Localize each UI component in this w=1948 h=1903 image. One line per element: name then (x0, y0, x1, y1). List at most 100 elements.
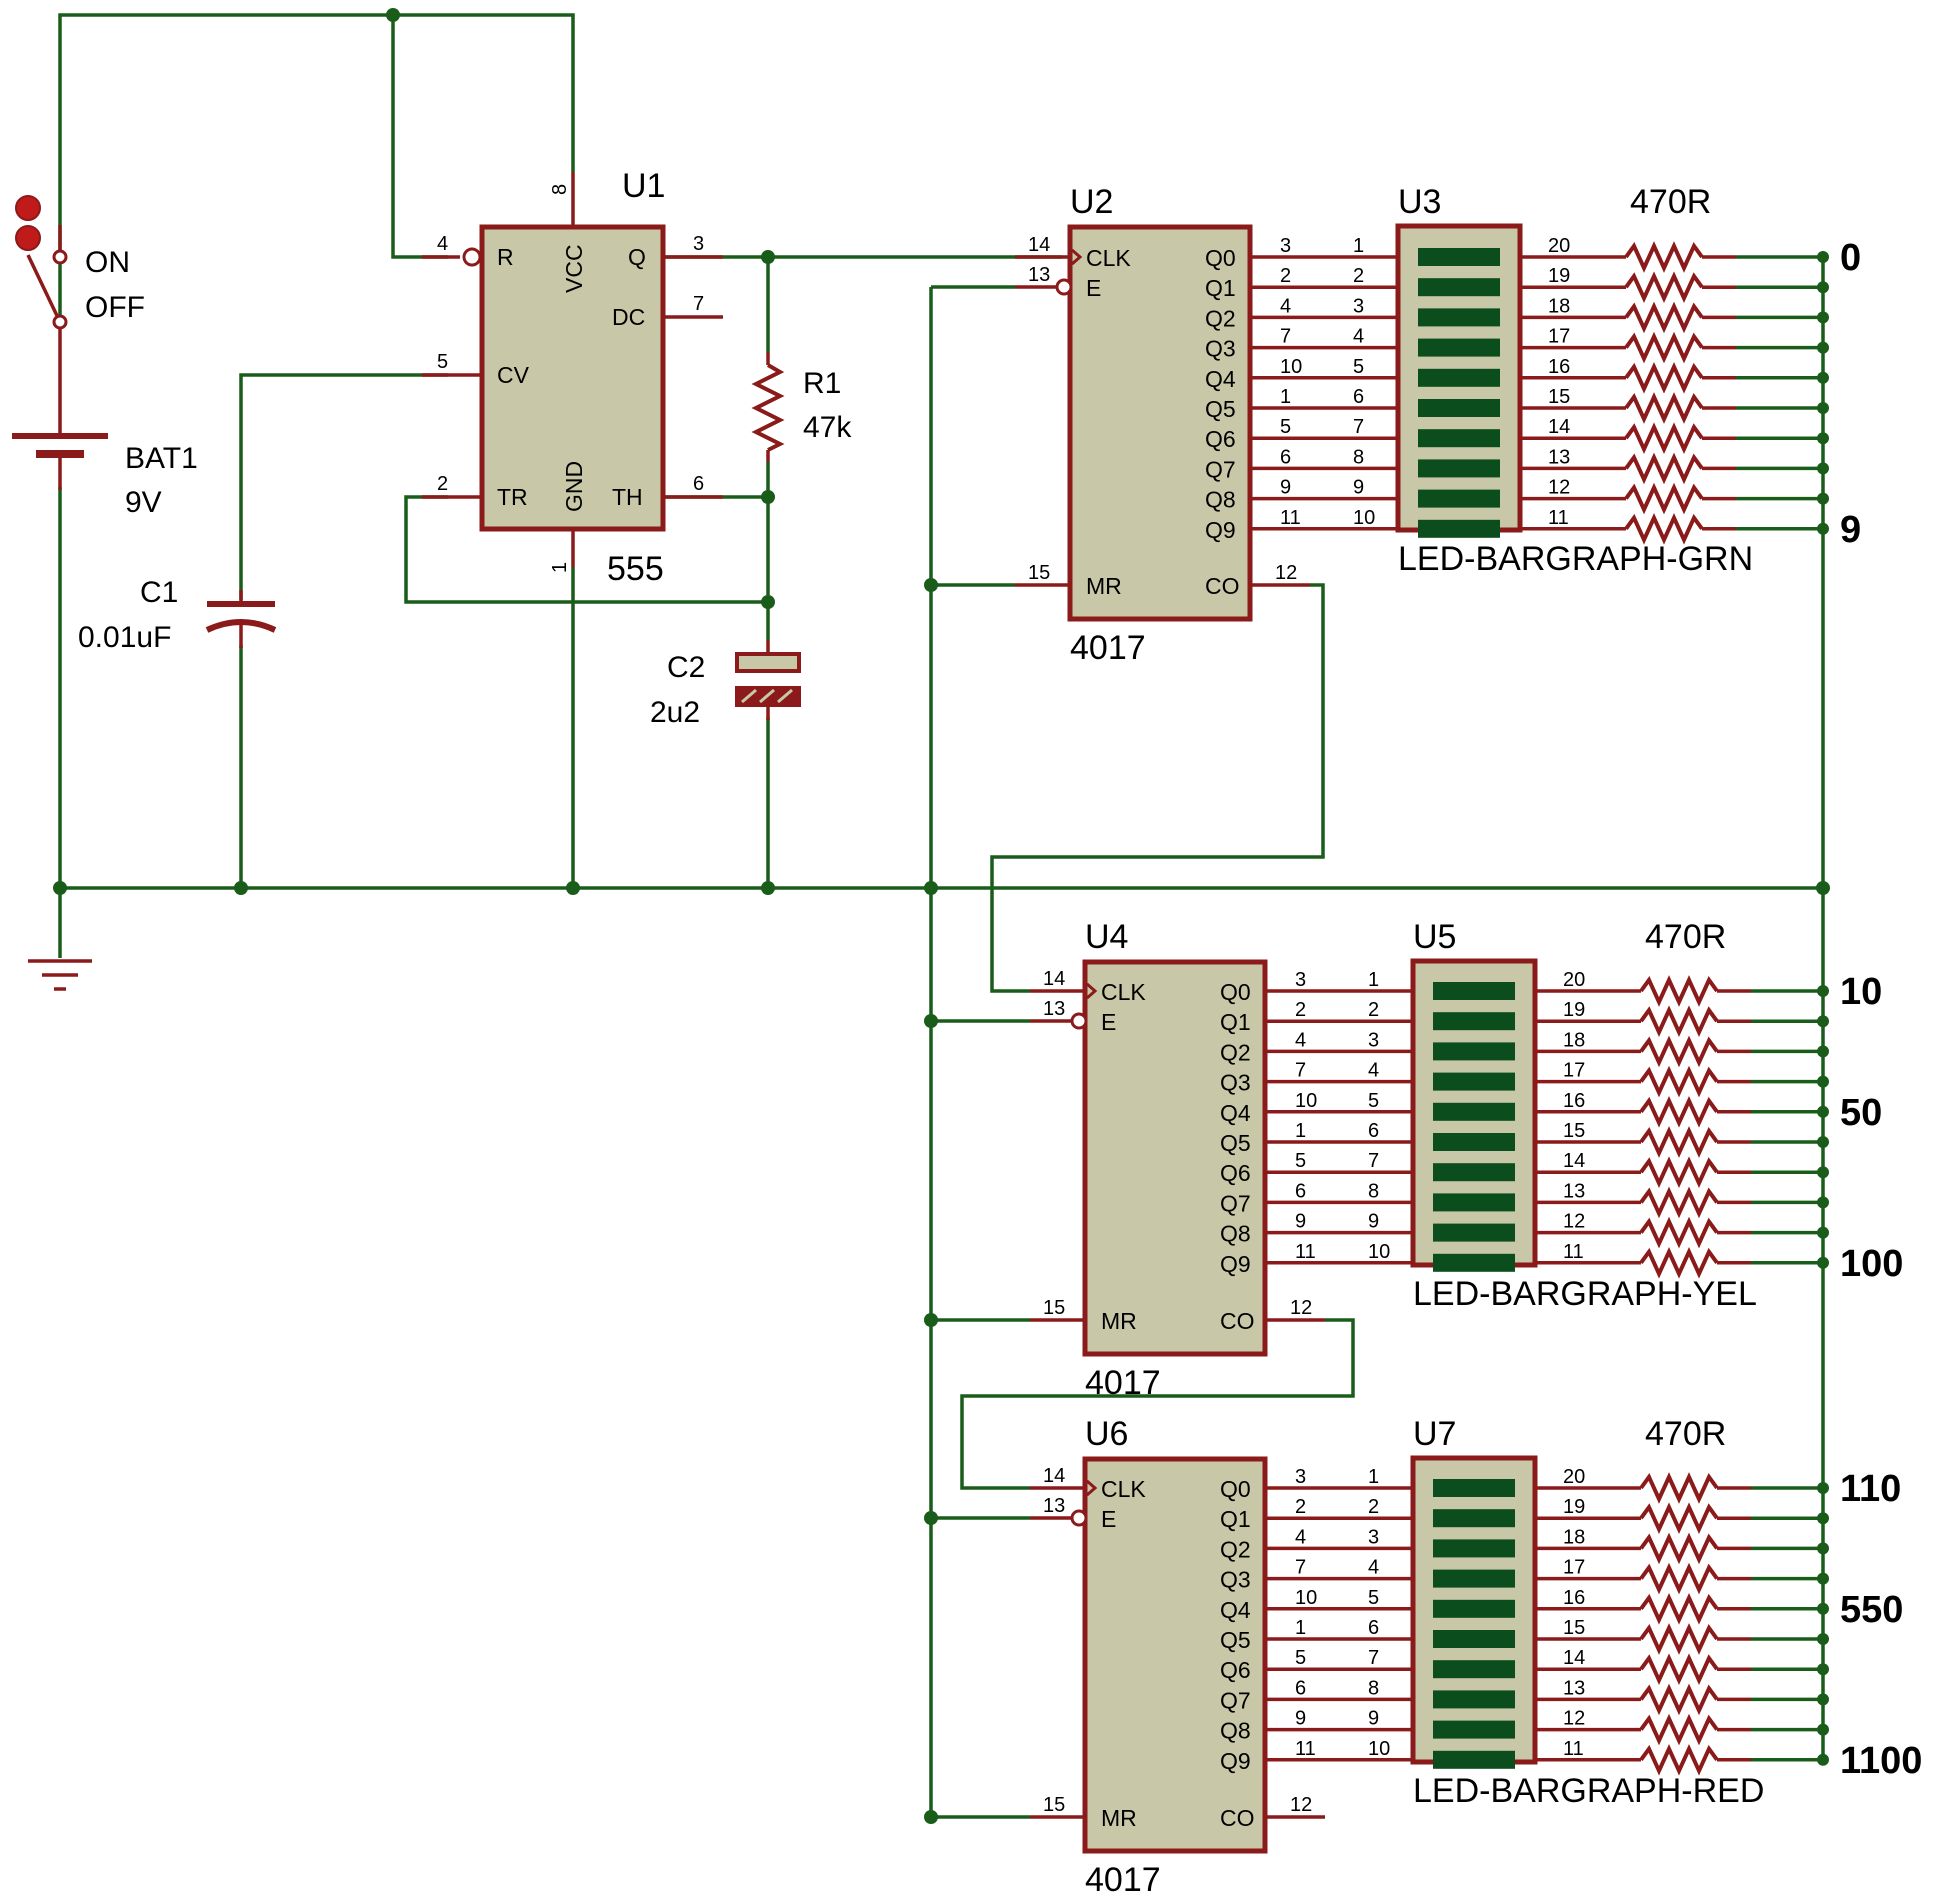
pin-number: 16 (1563, 1587, 1585, 1609)
led-segment (1418, 308, 1500, 327)
counter-part: 4017 (1070, 629, 1146, 667)
pin-number: 17 (1548, 326, 1570, 348)
pin-number: 1 (1295, 1120, 1306, 1142)
clock-edge-icon (1086, 1479, 1098, 1497)
pin-label: Q3 (1205, 336, 1236, 362)
pin-label: Q1 (1205, 275, 1236, 301)
pin-number: 12 (1548, 477, 1570, 499)
pin-label: CO (1205, 573, 1240, 599)
pin-number: 9 (1295, 1708, 1306, 1730)
pin-label: Q (628, 244, 646, 270)
pin-number: 15 (1563, 1120, 1585, 1142)
junction-dot (566, 881, 580, 895)
resistor-470r (1624, 512, 1704, 545)
resistor-r1: R1 47k (751, 352, 852, 462)
resistor-470r (1639, 1562, 1719, 1595)
c2-value: 2u2 (650, 696, 700, 729)
pin-label: MR (1086, 573, 1122, 599)
resistor-470r (1639, 1186, 1719, 1219)
pin-number: 11 (1295, 1738, 1316, 1760)
pin-label: Q0 (1205, 245, 1236, 271)
pin-number: 2 (437, 473, 448, 495)
resistor-470r (1639, 1623, 1719, 1655)
pin-label: CO (1220, 1308, 1255, 1334)
inverted-pin-icon (1055, 278, 1073, 296)
ground-icon (28, 959, 92, 991)
pin-number: 7 (1295, 1557, 1306, 1579)
pin-number: 4 (1353, 326, 1364, 348)
pin-number: 14 (1548, 416, 1570, 438)
pin-number: 10 (1368, 1738, 1390, 1760)
pin-number: 2 (1353, 265, 1364, 287)
junction-dot (1816, 881, 1830, 895)
junctions (53, 8, 1830, 1824)
pin-number: 8 (1353, 446, 1364, 468)
pin-number: 6 (1295, 1180, 1306, 1202)
pin-label: Q1 (1220, 1009, 1251, 1035)
pin-number: 16 (1563, 1090, 1585, 1112)
pin-number: 6 (1295, 1677, 1306, 1699)
resistor-470r (1639, 1246, 1719, 1279)
pin-number: 1 (549, 562, 571, 573)
pin-number: 5 (1295, 1150, 1306, 1172)
pin-label: CLK (1086, 245, 1131, 271)
led-segment (1418, 429, 1500, 448)
pin-number: 2 (1280, 265, 1291, 287)
pin-number: 12 (1290, 1297, 1312, 1319)
scale-label: 100 (1840, 1243, 1903, 1285)
pin-number: 5 (1368, 1090, 1379, 1112)
led-segment (1418, 338, 1500, 357)
switch-on-label: ON (85, 246, 130, 279)
timer-ref: U1 (622, 167, 665, 205)
counter-ref: U4 (1085, 918, 1128, 956)
resistor-470r (1639, 1502, 1719, 1535)
pin-number: 4 (1295, 1526, 1306, 1548)
counter-part: 4017 (1085, 1861, 1161, 1899)
junction-dot (924, 1014, 938, 1028)
bargraph-part: LED-BARGRAPH-YEL (1413, 1275, 1757, 1313)
junction-dot (234, 881, 248, 895)
led-segment (1418, 248, 1500, 266)
pin-number: 3 (1368, 1526, 1379, 1548)
bargraph-part: LED-BARGRAPH-GRN (1398, 540, 1753, 578)
resistor-value: 470R (1630, 183, 1711, 221)
resistor-value: 470R (1645, 918, 1726, 956)
scale-label: 1100 (1840, 1740, 1922, 1782)
pin-number: 15 (1548, 386, 1570, 408)
pin-label: Q4 (1220, 1597, 1251, 1623)
pin-number: 20 (1563, 969, 1585, 991)
led-segment (1418, 519, 1500, 538)
pin-number: 12 (1290, 1794, 1312, 1816)
pin-number: 3 (1353, 295, 1364, 317)
pin-number: 4 (437, 233, 448, 255)
led-segment (1433, 1012, 1515, 1031)
resistor-470r (1639, 1126, 1719, 1158)
pin-number: 1 (1295, 1617, 1306, 1639)
pin-number: 1 (1280, 386, 1291, 408)
pin-label: Q7 (1205, 456, 1236, 482)
resistor-470r (1639, 1743, 1719, 1776)
resistor-470r (1624, 241, 1704, 273)
led-segment (1418, 368, 1500, 387)
pin-number: 11 (1563, 1738, 1584, 1760)
scale-label: 9 (1840, 509, 1861, 551)
pin-number: 11 (1280, 507, 1301, 529)
timer-part: 555 (607, 550, 664, 588)
junction-dot (386, 8, 400, 22)
pin-number: 9 (1280, 477, 1291, 499)
resistor-470r (1624, 331, 1704, 364)
led-segment (1418, 459, 1500, 478)
pin-number: 4 (1295, 1029, 1306, 1051)
pin-number: 3 (1295, 969, 1306, 991)
pin-label: Q0 (1220, 1476, 1251, 1502)
led-segment (1433, 1599, 1515, 1618)
pin-number: 8 (1368, 1677, 1379, 1699)
counter-ref: U6 (1085, 1415, 1128, 1453)
pin-number: 13 (1043, 998, 1065, 1020)
scale-label: 110 (1840, 1468, 1901, 1510)
pin-number: 8 (549, 184, 571, 195)
pin-label: Q3 (1220, 1567, 1251, 1593)
pin-number: 5 (1353, 356, 1364, 378)
pin-number: 4 (1368, 1557, 1379, 1579)
